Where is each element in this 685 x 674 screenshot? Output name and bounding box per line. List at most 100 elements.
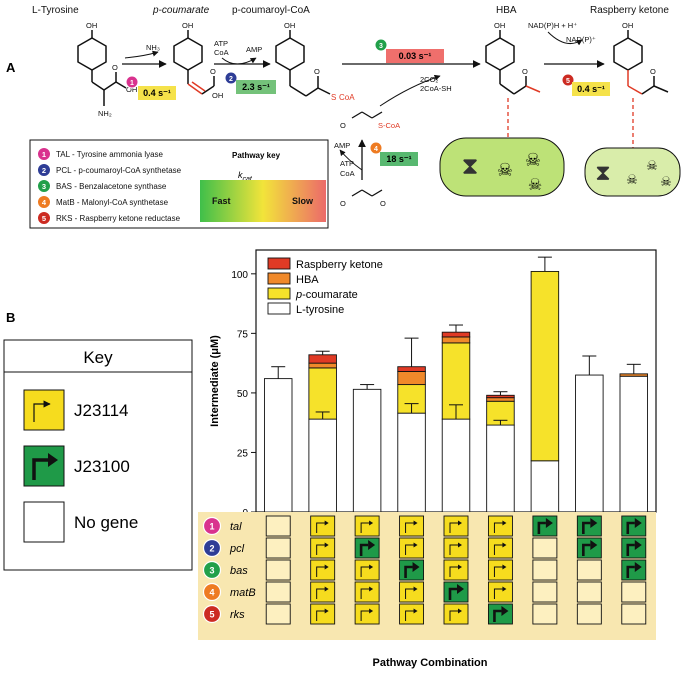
gene-cell (399, 515, 425, 537)
weak-promoter-arrow (413, 586, 418, 592)
gene-badge-rks (202, 604, 222, 624)
weak-promoter-icon (449, 566, 459, 577)
pathway-key-title: Pathway key (232, 151, 281, 160)
strong-promoter-icon (626, 565, 635, 578)
atom-coa: CoA (339, 93, 355, 102)
panel-b: B Key J23114 J23100 No gene Intermediate… (3, 249, 657, 669)
gene-cell (265, 559, 291, 581)
bar-segment-l-tyrosine-5 (441, 418, 471, 513)
weak-promoter-icon (360, 522, 371, 533)
gene-cell (487, 559, 513, 581)
gene-cell (310, 515, 336, 537)
skull-icon-2: ☠ (525, 150, 541, 170)
gene-num-bas: 3 (209, 566, 214, 576)
malonyl-coa-structure (351, 111, 383, 119)
weak-promoter-arrow (413, 608, 418, 614)
y-axis: 0255075100 (231, 270, 256, 519)
l-tyrosine-structure (77, 30, 127, 106)
weak-promoter-icon (449, 522, 459, 533)
skull-icon-5: ☠ (646, 158, 658, 173)
gene-cell (532, 515, 558, 537)
gene-cell (576, 603, 602, 625)
bar-segment-hba-2 (308, 362, 337, 369)
rate-3: 0.03 s⁻¹ (399, 51, 432, 61)
strong-promoter-icon (626, 543, 635, 556)
y-tick-label: 100 (231, 270, 248, 281)
bar-segment-hba-9 (619, 373, 649, 377)
rate-5-box (572, 82, 610, 96)
kcat-gradient (200, 180, 326, 222)
compound-p-coumaroyl-coa: p-coumaroyl-CoA (232, 5, 310, 16)
cell-hba (439, 137, 565, 197)
dna-icon: ⧗ (462, 153, 479, 180)
enzyme-label-1: TAL - Tyrosine ammonia lyase (56, 150, 164, 159)
legend-swatch-1 (267, 272, 291, 285)
strong-promoter-icon (582, 543, 591, 556)
bar-segment-raspberry-ketone-5 (441, 331, 471, 338)
rate-1: 0.4 s⁻¹ (143, 88, 171, 98)
bar-segment-p-coumarate-2 (308, 367, 337, 420)
enzyme-badge-4 (37, 195, 51, 209)
strong-promoter-icon (537, 521, 546, 534)
gene-badge-pcl (202, 538, 222, 558)
gene-cell (621, 581, 647, 603)
enzyme-num-2: 2 (42, 166, 46, 175)
gene-cell (265, 537, 291, 559)
bar-segment-l-tyrosine-9 (619, 375, 649, 513)
strong-promoter-arrow (634, 562, 642, 572)
weak-promoter-icon (405, 588, 415, 599)
bar-segment-hba-6 (486, 397, 515, 402)
gene-cell (354, 559, 380, 581)
weak-promoter-icon (493, 566, 504, 577)
cofactor-nadph: NAD(P)H + H⁺ (528, 21, 577, 30)
weak-promoter-icon (449, 544, 459, 555)
atom-o-3: O (314, 67, 320, 76)
y-tick-label: 75 (237, 329, 249, 340)
bar-segment-l-tyrosine-8 (575, 374, 604, 513)
enzyme-label-3: BAS - Benzalacetone synthase (56, 182, 167, 191)
gene-cell (443, 537, 469, 559)
enzyme-badge-3 (37, 179, 51, 193)
weak-promoter-arrow (458, 520, 462, 526)
enzyme-badge-2 (37, 163, 51, 177)
strong-promoter-arrow (545, 518, 553, 528)
key-label-j23114: J23114 (74, 401, 129, 420)
atom-o-4: O (340, 121, 346, 130)
gene-badge-tal (202, 516, 222, 536)
gene-cell (487, 581, 513, 603)
slow-label: Slow (292, 196, 314, 206)
bar-segment-l-tyrosine-7 (530, 460, 560, 513)
legend-swatch-0 (267, 257, 291, 270)
skull-icon-3: ☠ (528, 177, 542, 194)
rate-4: 18 s⁻¹ (386, 154, 411, 164)
cofactor-coa: CoA (214, 48, 229, 57)
skull-icon: ☠ (497, 160, 513, 180)
gene-cell (576, 515, 602, 537)
atom-o-2: O (210, 67, 216, 76)
weak-promoter-icon (316, 588, 326, 599)
gene-cell (487, 603, 513, 625)
gene-cell (354, 515, 380, 537)
step-4-badge (369, 141, 383, 155)
panel-a-label: A (6, 60, 16, 75)
weak-promoter-icon (493, 544, 504, 555)
gene-cell (443, 603, 469, 625)
key-title: Key (83, 348, 113, 367)
strong-promoter-arrow (368, 540, 376, 550)
strong-promoter-icon (626, 521, 635, 534)
enzyme-label-4: MatB - Malonyl-CoA synthetase (56, 198, 169, 207)
step-5-num: 5 (566, 78, 570, 85)
p-coumaroyl-coa-structure (275, 30, 331, 97)
legend-label-1: HBA (296, 274, 319, 286)
weak-promoter-icon (316, 544, 326, 555)
cofactor-amp-2: AMP (334, 141, 350, 150)
strong-promoter-icon (582, 521, 591, 534)
weak-promoter-arrow (324, 520, 329, 526)
bar-segment-raspberry-ketone-4 (397, 366, 426, 372)
bar-segment-p-coumarate-7 (530, 270, 560, 462)
cofactor-nadp: NAD(P)⁺ (566, 35, 596, 44)
weak-promoter-arrow (458, 542, 462, 548)
weak-promoter-icon (405, 522, 415, 533)
bar-segment-raspberry-ketone-6 (486, 394, 515, 399)
